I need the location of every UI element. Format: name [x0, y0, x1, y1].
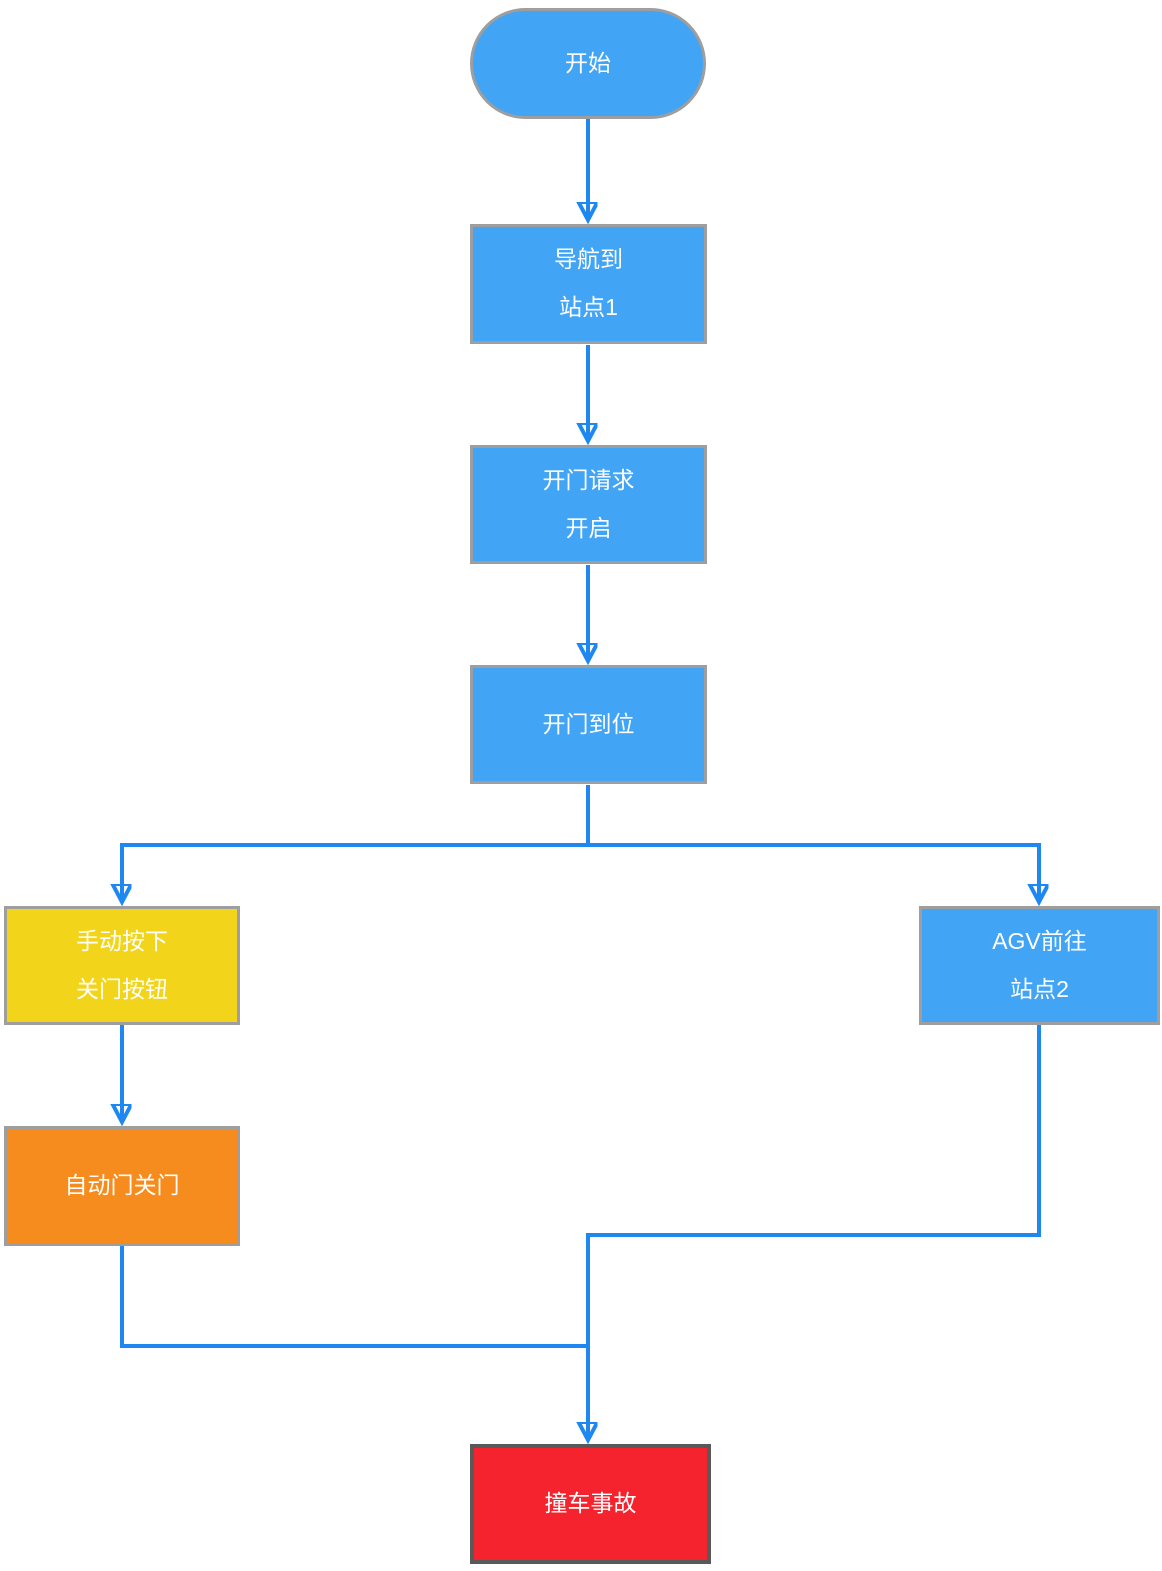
node-crash-accident-label: 撞车事故 — [544, 1490, 637, 1517]
connector-door-open-to-manual-button — [122, 843, 588, 901]
node-auto-door-close-label: 自动门关门 — [64, 1172, 180, 1199]
node-door-open-request-label-line2: 开启 — [565, 514, 612, 541]
node-door-open-request: 开门请求 开启 — [470, 445, 707, 564]
node-crash-accident: 撞车事故 — [470, 1444, 711, 1564]
connector-agv-go-to-crash — [588, 1025, 1041, 1439]
node-navigate-label-line1: 导航到 — [554, 246, 623, 273]
node-manual-close-button-label-line1: 手动按下 — [76, 927, 168, 954]
node-agv-to-station2-label-line1: AGV前往 — [992, 927, 1087, 954]
node-door-open-request-label-line1: 开门请求 — [542, 466, 635, 493]
node-navigate-station1: 导航到 站点1 — [470, 224, 707, 344]
node-navigate-label-line2: 站点1 — [559, 294, 618, 320]
node-auto-door-close: 自动门关门 — [4, 1126, 240, 1246]
connector-door-open-to-agv-go — [588, 843, 1039, 901]
node-agv-to-station2-label-line2: 站点2 — [1010, 975, 1069, 1002]
node-start-label: 开始 — [565, 49, 611, 76]
node-start: 开始 — [470, 8, 706, 119]
node-manual-close-button: 手动按下 关门按钮 — [4, 906, 240, 1025]
connector-auto-close-to-crash — [120, 1246, 590, 1348]
node-door-open-in-place-label: 开门到位 — [542, 710, 635, 737]
node-manual-close-button-label-line2: 关门按钮 — [76, 975, 168, 1002]
node-door-open-in-place: 开门到位 — [470, 665, 707, 784]
node-agv-to-station2: AGV前往 站点2 — [919, 906, 1160, 1025]
